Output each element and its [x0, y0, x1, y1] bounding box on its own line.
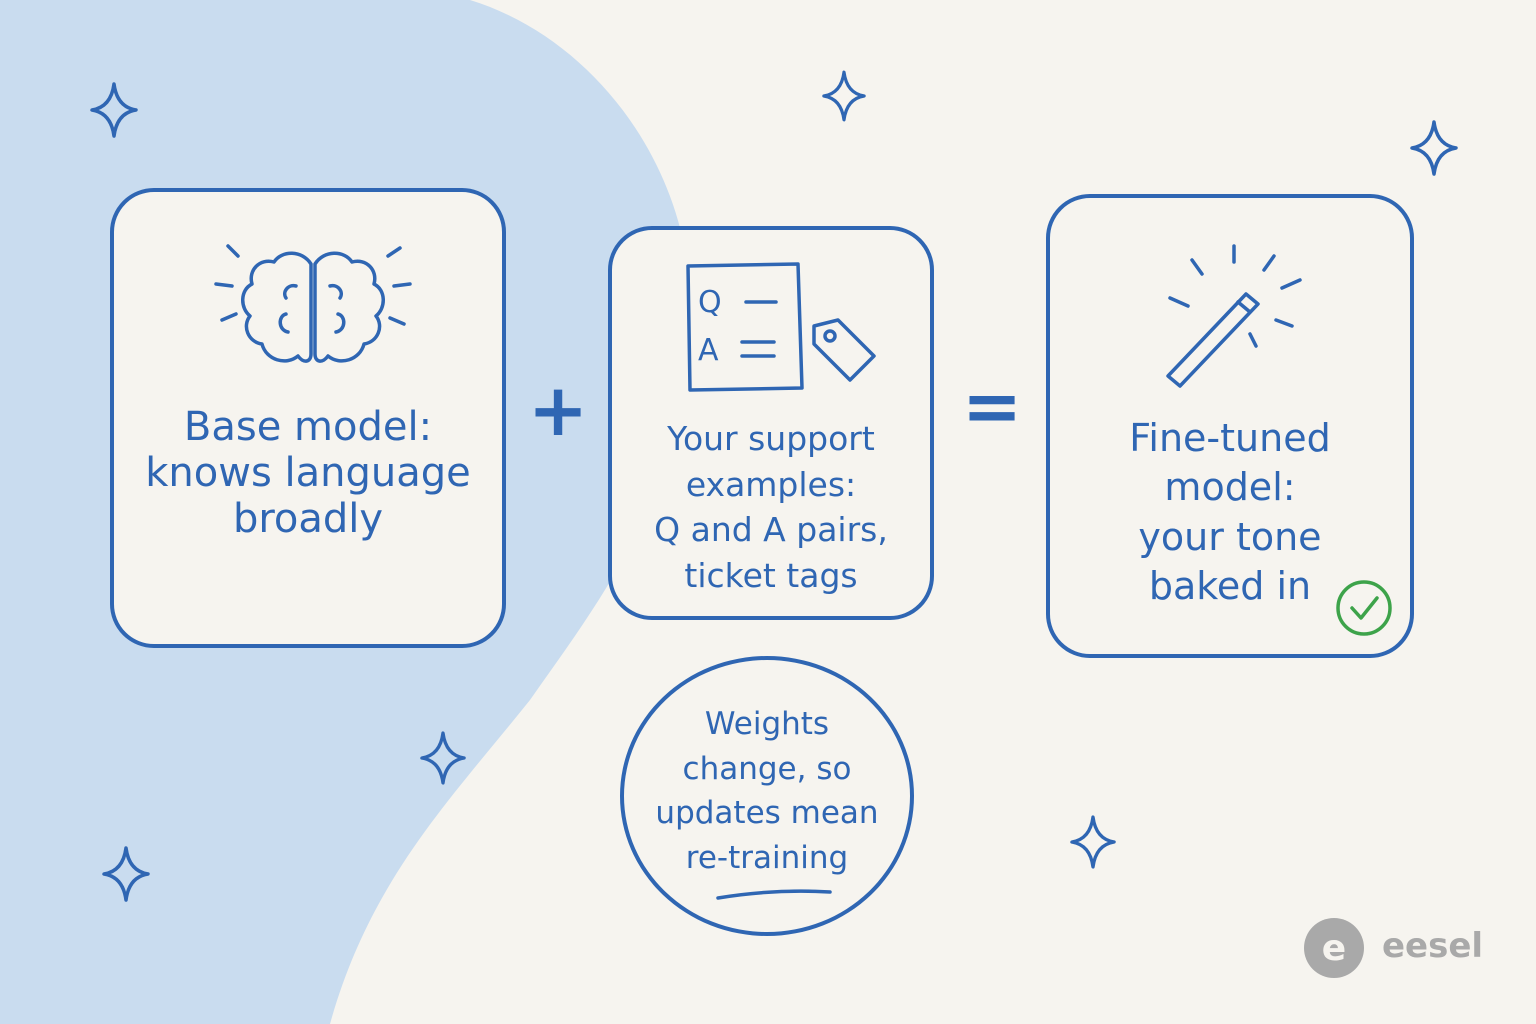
text-line: Q and A pairs, [654, 510, 888, 550]
text-line: baked in [1148, 564, 1312, 609]
text-line: re-training [685, 839, 849, 876]
support-examples-card: Q A Your support examples: Q and A pairs… [608, 226, 934, 620]
fine-tuned-text: Fine-tuned model: your tone baked in [1050, 414, 1410, 612]
equals-operator: = [961, 364, 1023, 448]
tag-icon [812, 318, 876, 382]
text-line: Your support [667, 419, 875, 458]
text-line: broadly [232, 496, 384, 542]
text-line: ticket tags [684, 555, 858, 595]
text-line: examples: [685, 464, 857, 504]
text-line: change, so [682, 750, 852, 787]
text-line: Fine-tuned [1129, 416, 1331, 460]
text-line: model: [1164, 465, 1296, 510]
eesel-logo-icon: e [1304, 918, 1364, 978]
magic-wand-icon [1166, 244, 1302, 388]
sparkle-icon [420, 731, 466, 785]
plus-operator: + [527, 368, 589, 452]
text-line: Base model: [183, 404, 433, 450]
check-icon [1336, 580, 1392, 636]
doc-a-label: A [698, 333, 719, 368]
fine-tuned-model-card: Fine-tuned model: your tone baked in [1046, 194, 1414, 658]
weights-note-text: Weights change, so updates mean re-train… [624, 702, 910, 881]
weights-note-circle: Weights change, so updates mean re-train… [620, 656, 914, 936]
text-line: your tone [1138, 514, 1322, 559]
logo-letter: e [1322, 928, 1346, 969]
sparkle-icon [1070, 815, 1116, 869]
text-line: updates mean [655, 795, 879, 832]
support-examples-text: Your support examples: Q and A pairs, ti… [612, 416, 930, 598]
sparkle-icon [90, 82, 138, 138]
text-line: knows language [145, 450, 471, 496]
base-model-card: Base model: knows language broadly [110, 188, 506, 648]
base-model-text: Base model: knows language broadly [114, 404, 502, 542]
doc-q-label: Q [698, 285, 722, 320]
text-line: Weights [704, 706, 830, 742]
sparkle-icon [822, 70, 866, 122]
brain-icon [214, 244, 412, 363]
sparkle-icon [1410, 120, 1458, 176]
brand-name: eesel [1382, 926, 1484, 966]
qa-document-icon: Q A [686, 262, 804, 392]
sparkle-icon [102, 846, 150, 902]
underline-stroke [716, 889, 832, 900]
